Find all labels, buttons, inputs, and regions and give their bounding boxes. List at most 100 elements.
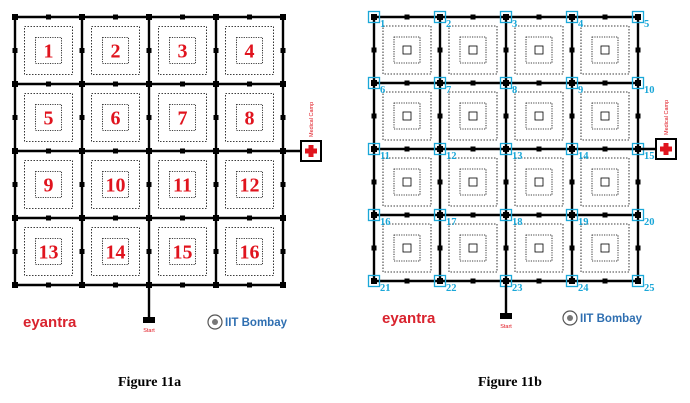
start-marker-icon xyxy=(500,313,512,319)
edge-marker xyxy=(404,146,410,152)
cell-number: 5 xyxy=(44,108,54,130)
edge-marker xyxy=(503,245,509,251)
cell-number: 4 xyxy=(245,41,255,63)
node-dot xyxy=(146,81,152,87)
edge-marker xyxy=(146,182,152,187)
cell-dotted-square xyxy=(91,93,140,142)
cell-center-square xyxy=(468,177,478,187)
cell-dotted-square xyxy=(448,223,498,273)
cell-center-square xyxy=(600,111,610,121)
node-dot xyxy=(371,212,377,218)
node-number: 24 xyxy=(578,283,589,294)
edge-marker xyxy=(371,47,377,53)
node-number: 9 xyxy=(578,85,583,96)
edge-marker xyxy=(247,215,252,221)
node-dot xyxy=(569,14,575,20)
cell-inner-dotted-square xyxy=(459,234,487,262)
iit-emblem-core xyxy=(212,319,218,325)
cell-inner-dotted-square xyxy=(393,36,421,64)
cell-dotted-square xyxy=(382,25,432,75)
edge-marker xyxy=(536,212,542,218)
node-number: 2 xyxy=(446,19,451,30)
node-number: 18 xyxy=(512,217,523,228)
cell-dotted-square xyxy=(382,223,432,273)
node-dot xyxy=(79,282,85,288)
node-number: 15 xyxy=(644,151,655,162)
cell-dotted-square xyxy=(514,223,564,273)
cell-center-square xyxy=(600,45,610,55)
start-marker-icon xyxy=(143,317,155,323)
node-number: 8 xyxy=(512,85,517,96)
edge-marker xyxy=(437,47,443,53)
node-number: 21 xyxy=(380,283,391,294)
node-marker-icon xyxy=(433,274,447,288)
node-marker-icon xyxy=(367,10,381,24)
node-number: 17 xyxy=(446,217,457,228)
medical-cross-horizontal xyxy=(660,146,672,152)
edge-marker xyxy=(371,179,377,185)
cell-inner-dotted-square xyxy=(169,104,196,131)
edge-marker xyxy=(213,249,219,254)
node-marker-icon xyxy=(499,142,513,156)
edge-marker xyxy=(146,48,152,53)
medical-camp-label: Medical Camp xyxy=(664,100,670,135)
edge-marker xyxy=(470,146,476,152)
node-number: 14 xyxy=(578,151,589,162)
node-dot xyxy=(146,148,152,154)
edge-marker xyxy=(79,182,85,187)
node-number: 3 xyxy=(512,19,517,30)
edge-marker xyxy=(46,148,51,154)
node-dot xyxy=(569,278,575,284)
node-number: 23 xyxy=(512,283,523,294)
cell-inner-dotted-square xyxy=(459,102,487,130)
edge-marker xyxy=(404,278,410,284)
edge-marker xyxy=(46,282,51,288)
cell-number: 6 xyxy=(111,108,121,130)
node-number: 4 xyxy=(578,19,584,30)
edge-marker xyxy=(404,212,410,218)
cell-number: 7 xyxy=(178,108,188,130)
edge-marker xyxy=(213,182,219,187)
node-dot xyxy=(635,14,641,20)
cell-inner-dotted-square xyxy=(393,102,421,130)
node-number: 1 xyxy=(380,19,385,30)
node-marker-icon xyxy=(565,142,579,156)
edge-marker xyxy=(46,215,51,221)
cell-center-square xyxy=(534,111,544,121)
edge-marker xyxy=(371,113,377,119)
node-dot xyxy=(79,215,85,221)
edge-marker xyxy=(569,113,575,119)
edge-marker xyxy=(79,115,85,120)
cell-dotted-square xyxy=(91,26,140,75)
edge-marker xyxy=(635,47,641,53)
edge-marker xyxy=(46,14,51,20)
cell-dotted-square xyxy=(225,227,274,276)
edge-marker xyxy=(12,182,18,187)
node-number: 19 xyxy=(578,217,589,228)
edge-marker xyxy=(437,245,443,251)
node-number: 7 xyxy=(446,85,451,96)
cell-center-square xyxy=(534,243,544,253)
start-label: Start xyxy=(500,324,512,330)
cell-dotted-square xyxy=(158,26,207,75)
node-number: 6 xyxy=(380,85,385,96)
edge-marker xyxy=(470,80,476,86)
cell-dotted-square xyxy=(382,157,432,207)
edge-marker xyxy=(79,249,85,254)
edge-marker xyxy=(146,249,152,254)
node-number: 10 xyxy=(644,85,655,96)
node-dot xyxy=(213,215,219,221)
edge-marker xyxy=(213,115,219,120)
figure-11a-caption: Figure 11a xyxy=(118,375,182,390)
node-marker-icon xyxy=(499,208,513,222)
cell-inner-dotted-square xyxy=(169,37,196,64)
edge-marker xyxy=(46,81,51,87)
cell-dotted-square xyxy=(580,91,630,141)
node-marker-icon xyxy=(367,274,381,288)
edge-marker xyxy=(280,48,286,53)
node-marker-icon xyxy=(433,142,447,156)
node-dot xyxy=(79,148,85,154)
cell-dotted-square xyxy=(24,93,73,142)
edge-marker xyxy=(536,80,542,86)
edge-marker xyxy=(503,179,509,185)
